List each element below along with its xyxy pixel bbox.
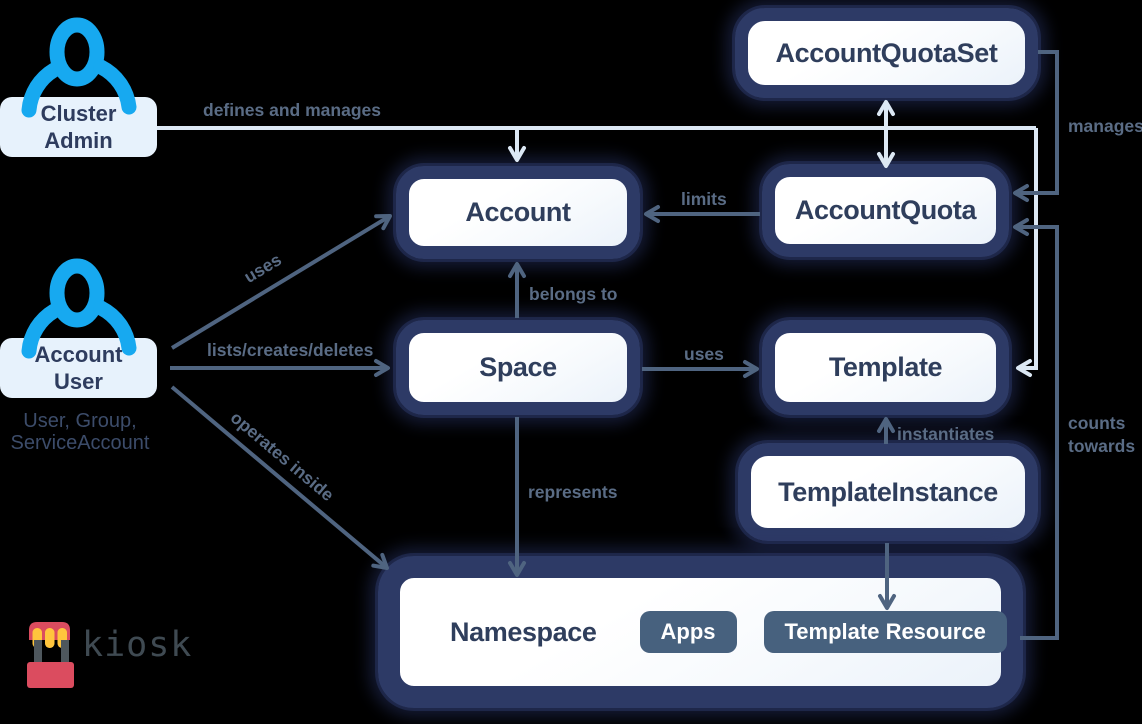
account-user-user-icon (21, 258, 137, 359)
cluster-admin-user-icon (21, 17, 137, 118)
account-user-line1: Account (34, 342, 123, 367)
node-account-quota: AccountQuota (762, 164, 1009, 257)
edge-uses-account-line (170, 214, 392, 350)
account-user-subtypes-line1: User, Group, (23, 410, 137, 432)
node-space-label: Space (479, 352, 557, 382)
namespace-tag-apps: Apps (639, 611, 737, 653)
edge-label-belongs-to: belongs to (529, 284, 618, 304)
edge-operates-inside-line (170, 385, 389, 570)
edge-counts-towards-line (1013, 218, 1059, 640)
account-user-subtypes: User, Group, ServiceAccount (0, 410, 160, 454)
account-user-subtypes-line2: ServiceAccount (10, 432, 150, 454)
node-account-label: Account (465, 197, 571, 227)
edge-label-operates-inside: operates inside (226, 407, 338, 506)
edge-label-lists-creates-deletes: lists/creates/deletes (207, 340, 374, 360)
node-template-label: Template (828, 352, 943, 382)
edge-label-defines-and-manages: defines and manages (203, 100, 381, 120)
kiosk-logo-icon (27, 622, 74, 688)
node-namespace-label: Namespace (450, 616, 597, 647)
node-account-quota-set: AccountQuotaSet (735, 8, 1038, 98)
namespace-tag-template-resource: Template Resource (763, 611, 1007, 653)
edge-label-counts-towards: counts towards (1068, 413, 1136, 456)
node-template-instance: TemplateInstance (738, 443, 1038, 541)
edge-label-instantiates: instantiates (897, 424, 995, 444)
edge-label-limits: limits (681, 189, 727, 209)
edge-label-manages: manages (1068, 116, 1142, 136)
node-template: Template (762, 320, 1009, 415)
node-account-quota-set-label: AccountQuotaSet (775, 37, 998, 68)
node-template-instance-label: TemplateInstance (778, 476, 998, 507)
node-account-quota-label: AccountQuota (794, 195, 977, 225)
edge-label-uses-account: uses (240, 249, 285, 287)
cluster-admin-line2: Admin (44, 128, 113, 153)
node-namespace: Namespace Apps Template Resource (378, 556, 1023, 708)
edge-defines-to-template-line (1016, 128, 1038, 377)
edge-label-represents: represents (528, 482, 618, 502)
edge-label-uses-template: uses (684, 344, 724, 364)
kiosk-logo-text: kiosk (82, 625, 193, 665)
cluster-admin-line1: Cluster (40, 101, 117, 126)
node-space: Space (396, 320, 640, 415)
account-user-line2: User (54, 369, 103, 394)
node-account: Account (396, 166, 640, 259)
